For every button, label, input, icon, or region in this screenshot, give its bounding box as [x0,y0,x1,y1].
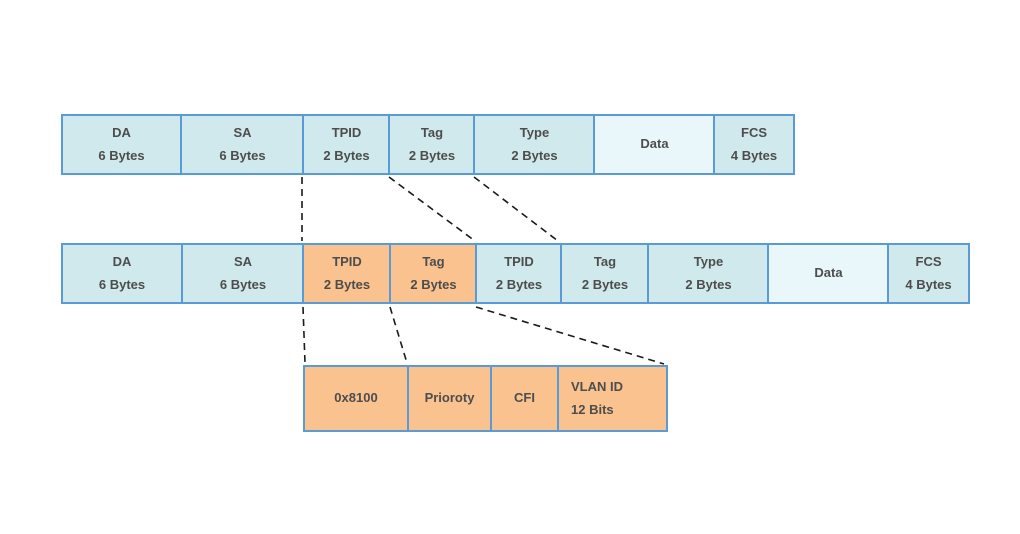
field-type: Type 2 Bytes [473,114,596,175]
field-tag: Tag 2 Bytes [388,114,476,175]
field-tpid: TPID 2 Bytes [302,114,391,175]
field-type: Type 2 Bytes [647,243,770,304]
vlan-tag-detail-row: 0x8100 Prioroty CFI VLAN ID 12 Bits [303,365,668,432]
connector-line [389,306,408,364]
connector-line [388,176,476,242]
field-da: DA 6 Bytes [61,114,182,175]
field-outer-tpid: TPID 2 Bytes [302,243,392,304]
field-fcs: FCS 4 Bytes [713,114,795,175]
field-sa: SA 6 Bytes [180,114,305,175]
field-cfi: CFI [490,365,559,432]
field-fcs: FCS 4 Bytes [887,243,970,304]
connector-line [302,306,306,364]
field-da: DA 6 Bytes [61,243,183,304]
double-tagged-frame-row: DA 6 Bytes SA 6 Bytes TPID 2 Bytes Tag 2… [61,243,970,304]
field-vlan-id: VLAN ID 12 Bits [557,365,668,432]
field-priority: Prioroty [407,365,492,432]
field-inner-tag: Tag 2 Bytes [560,243,650,304]
field-data: Data [593,114,716,175]
connector-line [475,306,665,365]
field-sa: SA 6 Bytes [181,243,305,304]
field-data: Data [767,243,890,304]
connector-line [473,176,559,242]
field-inner-tpid: TPID 2 Bytes [475,243,563,304]
single-tagged-frame-row: DA 6 Bytes SA 6 Bytes TPID 2 Bytes Tag 2… [61,114,795,175]
field-0x8100: 0x8100 [303,365,409,432]
field-outer-tag: Tag 2 Bytes [389,243,478,304]
